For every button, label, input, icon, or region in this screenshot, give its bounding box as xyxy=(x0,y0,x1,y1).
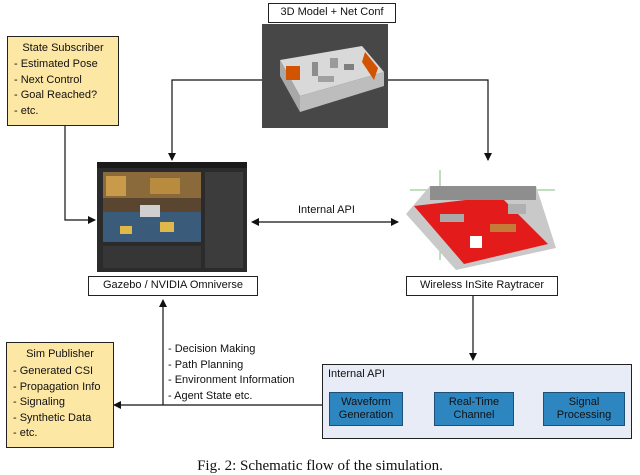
stage-real-time-channel: Real-Time Channel xyxy=(434,392,514,426)
arrow-subscriber-to-gazebo xyxy=(64,126,96,224)
list-item: - Goal Reached? xyxy=(14,89,98,101)
state-subscriber-list: - Estimated Pose - Next Control - Goal R… xyxy=(14,57,112,119)
control-info-list: - Decision Making - Path Planning - Envi… xyxy=(168,342,295,404)
list-item: - Signaling xyxy=(13,396,65,408)
gazebo-label: Gazebo / NVIDIA Omniverse xyxy=(88,276,258,296)
list-item: - Path Planning xyxy=(168,358,244,371)
state-subscriber-box: State Subscriber - Estimated Pose - Next… xyxy=(7,36,119,126)
list-item: - Synthetic Data xyxy=(13,411,92,424)
list-item: - etc. xyxy=(14,104,39,117)
sim-publisher-title: Sim Publisher xyxy=(26,348,94,360)
list-item: - etc. xyxy=(13,427,38,439)
internal-api-label: Internal API xyxy=(298,204,355,216)
list-item: - Propagation Info xyxy=(13,380,101,393)
state-subscriber-title: State Subscriber xyxy=(22,42,104,54)
pipeline-box: Internal API Waveform Generation Real-Ti… xyxy=(322,364,632,439)
sim-publisher-list: - Generated CSI - Propagation Info - Sig… xyxy=(13,364,107,442)
stage-label: Signal Processing xyxy=(556,396,612,421)
figure-caption: Fig. 2: Schematic flow of the simulation… xyxy=(197,458,443,474)
list-item: - Estimated Pose xyxy=(14,58,98,70)
pipeline-title: Internal API xyxy=(328,368,385,380)
raytracer-label-text: Wireless InSite Raytracer xyxy=(419,279,545,291)
sim-publisher-box: Sim Publisher - Generated CSI - Propagat… xyxy=(6,342,114,448)
raytracer-label: Wireless InSite Raytracer xyxy=(406,276,558,296)
gazebo-label-text: Gazebo / NVIDIA Omniverse xyxy=(103,279,243,291)
list-item: - Next Control xyxy=(14,73,82,86)
list-item: - Generated CSI xyxy=(13,365,94,377)
stage-label: Waveform Generation xyxy=(338,396,394,421)
arrow-model-to-raytracer xyxy=(388,79,492,161)
model-label: 3D Model + Net Conf xyxy=(268,3,396,23)
stage-label: Real-Time Channel xyxy=(448,396,500,421)
stage-waveform-generation: Waveform Generation xyxy=(329,392,403,426)
list-item: - Agent State etc. xyxy=(168,389,253,402)
list-item: - Environment Information xyxy=(168,374,295,386)
arrow-model-to-gazebo xyxy=(168,79,262,161)
model-label-text: 3D Model + Net Conf xyxy=(280,6,384,18)
stage-signal-processing: Signal Processing xyxy=(543,392,625,426)
list-item: - Decision Making xyxy=(168,343,256,355)
